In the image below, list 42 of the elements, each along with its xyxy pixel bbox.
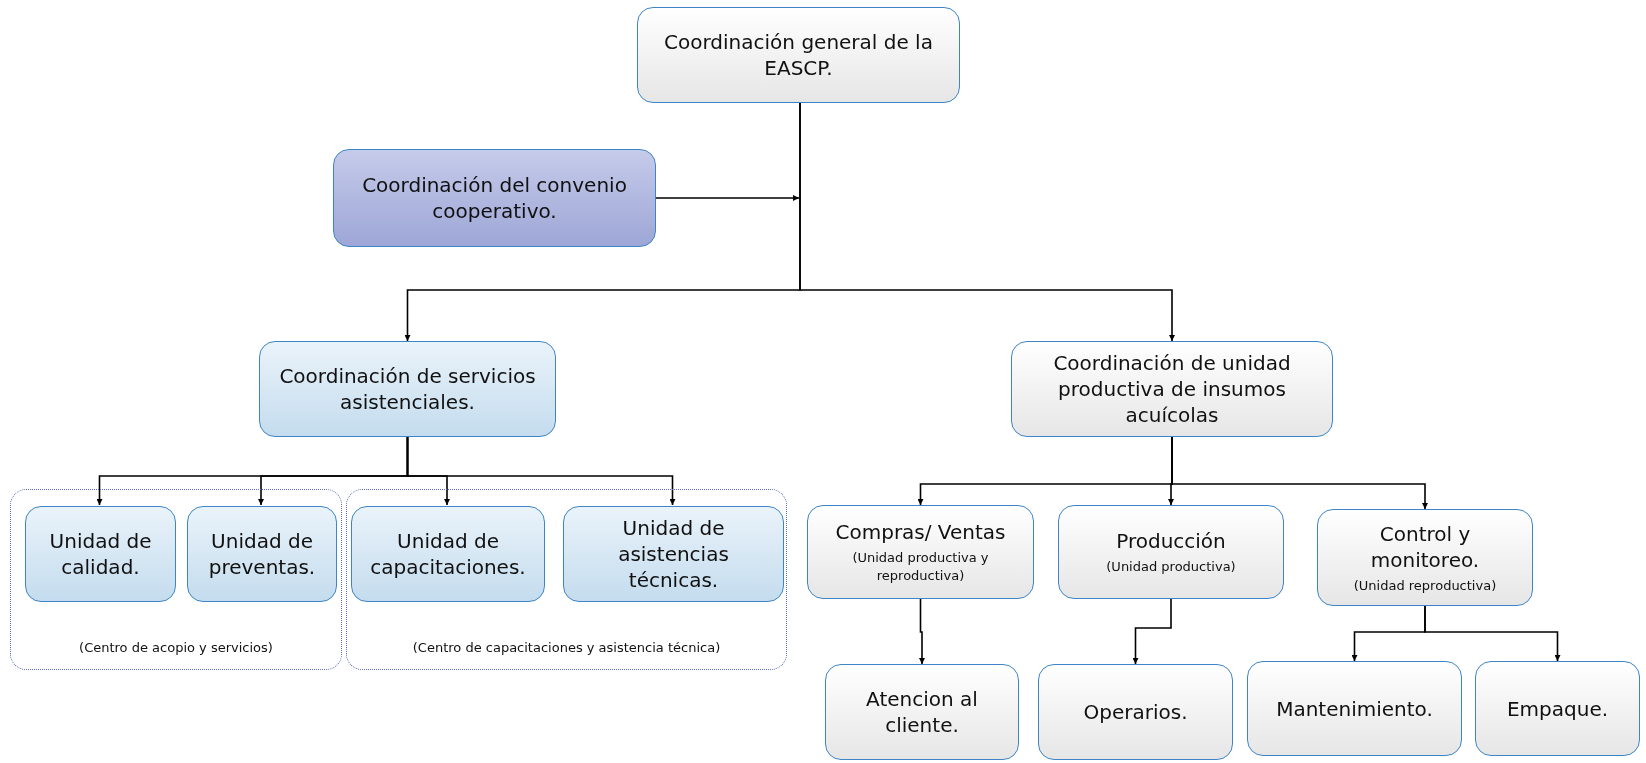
unit-title: Coordinación del convenio cooperativo. [361,172,628,224]
unit-title: Coordinación de servicios asistenciales. [278,363,537,415]
org-box [187,506,337,602]
org-box [259,341,556,437]
org-box [1038,664,1233,760]
unit-title: Unidad de preventas. [207,528,317,580]
unit-title: Coordinación general de la EASCP. [663,29,934,81]
connector-arrow [406,436,676,506]
unit-title: Producción [1116,528,1226,555]
unit-title: Operarios. [1083,699,1188,725]
connector-arrow [1132,598,1172,665]
org-box [351,506,545,602]
org-box [825,664,1019,760]
org-box [25,506,176,602]
group-caption: (Centro de acopio y servicios) [78,640,274,655]
unit-title: Unidad de capacitaciones. [369,528,527,580]
unit-title: Empaque. [1506,695,1609,722]
connector-arrow [655,195,800,201]
unit-title: Compras/ Ventas [835,519,1006,546]
group-caption: (Centro de capacitaciones y asistencia técnica) [411,640,722,655]
org-box [1317,509,1533,606]
org-box [1058,505,1284,599]
unit-title: Mantenimiento. [1276,695,1433,722]
org-box [1011,341,1333,437]
unit-title: Atencion al cliente. [865,686,979,738]
unit-subtitle: (Unidad reproductiva) [1353,576,1497,595]
unit-title: Unidad de calidad. [48,528,153,580]
connector-arrow [799,102,1175,342]
unit-title: Control y monitoreo. [1369,520,1481,573]
org-box [807,505,1034,599]
connector-arrow [919,598,925,665]
unit-title: Unidad de asistencias técnicas. [617,515,730,593]
unit-subtitle: (Unidad productiva) [1106,558,1236,576]
org-box [333,149,656,247]
org-box [563,506,784,602]
org-box [1247,661,1462,756]
connector-arrow [1424,605,1561,662]
org-box [637,7,960,103]
connector-arrow [1171,436,1428,510]
org-box [1475,661,1640,756]
unit-subtitle: (Unidad productiva y reproductiva) [851,549,990,585]
unit-title: Coordinación de unidad productiva de insumos acuícolas [1052,350,1292,428]
